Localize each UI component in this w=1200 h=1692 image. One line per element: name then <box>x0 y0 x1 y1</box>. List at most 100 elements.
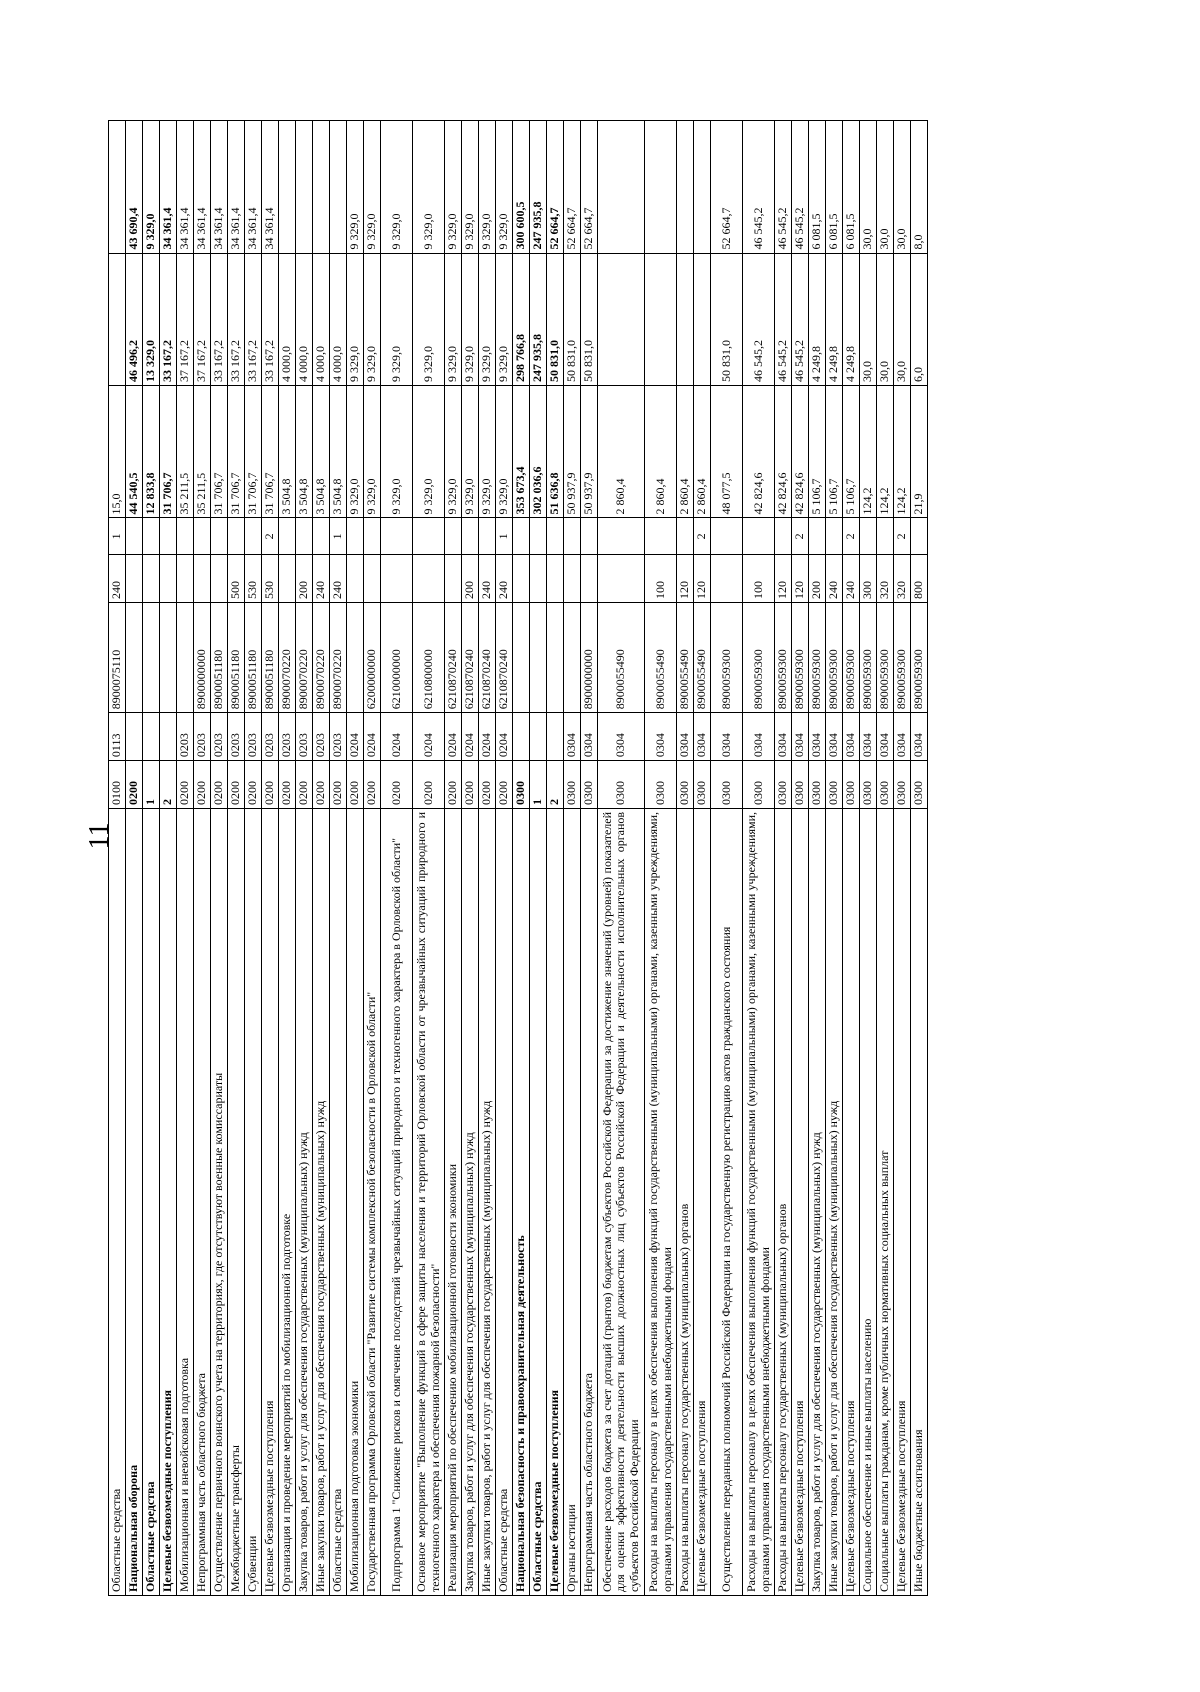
amount-year-1-cell: 9 329,0 <box>363 385 381 518</box>
table-row: Обеспечение расходов бюджета за счет дот… <box>597 120 645 1596</box>
row-name-cell: Иные закупки товаров, работ и услуг для … <box>312 808 330 1596</box>
target-article-cell: 8900059300 <box>825 602 843 713</box>
amount-year-1-cell: 3 504,8 <box>278 385 296 518</box>
row-name-cell: Основное мероприятие "Выполнение функций… <box>412 808 445 1596</box>
amount-year-3-cell: 30,0 <box>859 120 877 254</box>
subsection-code-cell: 0203 <box>227 712 245 761</box>
subsection-code-cell: 0304 <box>910 712 928 761</box>
funding-source-cell: 2 <box>842 517 860 555</box>
amount-year-2-cell: 33 167,2 <box>210 253 228 386</box>
funding-source-cell: 2 <box>893 517 911 555</box>
section-code-cell: 1 <box>529 760 547 809</box>
subsection-code-cell: 0304 <box>676 712 694 761</box>
funding-source-cell <box>142 517 160 555</box>
amount-year-2-cell: 33 167,2 <box>244 253 262 386</box>
expense-type-cell: 320 <box>876 554 894 603</box>
amount-year-2-cell: 33 167,2 <box>227 253 245 386</box>
funding-source-cell <box>910 517 928 555</box>
amount-year-3-cell: 34 361,4 <box>227 120 245 254</box>
subsection-code-cell: 0304 <box>774 712 792 761</box>
target-article-cell: 8900000000 <box>193 602 211 713</box>
section-code-cell: 0200 <box>176 760 194 809</box>
amount-year-3-cell: 9 329,0 <box>412 120 445 254</box>
row-name-cell: Расходы на выплаты персоналу государстве… <box>774 808 792 1596</box>
amount-year-3-cell: 43 690,4 <box>125 120 143 254</box>
row-name-cell: Национальная оборона <box>125 808 143 1596</box>
amount-year-2-cell: 9 329,0 <box>346 253 364 386</box>
row-name-cell: Целевые безвозмездные поступления <box>261 808 279 1596</box>
amount-year-1-cell: 44 540,5 <box>125 385 143 518</box>
expense-type-cell: 320 <box>893 554 911 603</box>
target-article-cell: 8900059300 <box>774 602 792 713</box>
amount-year-1-cell: 42 824,6 <box>742 385 775 518</box>
amount-year-2-cell <box>597 253 645 386</box>
funding-source-cell <box>676 517 694 555</box>
expense-type-cell <box>193 554 211 603</box>
target-article-cell: 6210870240 <box>461 602 479 713</box>
row-name-cell: Целевые безвозмездные поступления <box>159 808 177 1596</box>
amount-year-3-cell: 34 361,4 <box>193 120 211 254</box>
table-row: Подпрограмма 1 "Снижение рисков и смягче… <box>380 120 413 1596</box>
section-code-cell: 0300 <box>876 760 894 809</box>
row-name-cell: Областные средства <box>529 808 547 1596</box>
funding-source-cell: 2 <box>791 517 809 555</box>
amount-year-3-cell: 300 600,5 <box>512 120 530 254</box>
subsection-code-cell: 0304 <box>693 712 711 761</box>
section-code-cell: 0300 <box>859 760 877 809</box>
expense-type-cell <box>563 554 581 603</box>
amount-year-1-cell: 353 673,4 <box>512 385 530 518</box>
expense-type-cell <box>278 554 296 603</box>
row-name-cell: Целевые безвозмездные поступления <box>546 808 564 1596</box>
amount-year-2-cell: 4 000,0 <box>329 253 347 386</box>
amount-year-1-cell: 5 106,7 <box>842 385 860 518</box>
amount-year-1-cell: 51 636,8 <box>546 385 564 518</box>
subsection-code-cell: 0304 <box>710 712 743 761</box>
expense-type-cell: 120 <box>791 554 809 603</box>
subsection-code-cell: 0304 <box>859 712 877 761</box>
amount-year-1-cell: 124,2 <box>876 385 894 518</box>
amount-year-2-cell: 4 249,8 <box>808 253 826 386</box>
amount-year-3-cell <box>108 120 126 254</box>
target-article-cell: 6210870240 <box>478 602 496 713</box>
amount-year-2-cell: 9 329,0 <box>444 253 462 386</box>
amount-year-1-cell: 9 329,0 <box>412 385 445 518</box>
expense-type-cell: 500 <box>227 554 245 603</box>
target-article-cell: 8900070220 <box>329 602 347 713</box>
subsection-code-cell: 0203 <box>295 712 313 761</box>
section-code-cell: 0300 <box>710 760 743 809</box>
target-article-cell: 8900070220 <box>312 602 330 713</box>
funding-source-cell <box>644 517 677 555</box>
target-article-cell: 8900055490 <box>644 602 677 713</box>
row-name-cell: Расходы на выплаты персоналу в целях обе… <box>644 808 677 1596</box>
section-code-cell: 2 <box>159 760 177 809</box>
target-article-cell <box>529 602 547 713</box>
amount-year-2-cell: 9 329,0 <box>461 253 479 386</box>
table-row: Расходы на выплаты персоналу в целях обе… <box>644 120 677 1596</box>
amount-year-1-cell: 3 504,8 <box>329 385 347 518</box>
subsection-code-cell: 0204 <box>363 712 381 761</box>
subsection-code-cell: 0203 <box>193 712 211 761</box>
amount-year-2-cell: 13 329,0 <box>142 253 160 386</box>
funding-source-cell <box>512 517 530 555</box>
amount-year-2-cell: 4 249,8 <box>842 253 860 386</box>
row-name-cell: Подпрограмма 1 "Снижение рисков и смягче… <box>380 808 413 1596</box>
subsection-code-cell: 0304 <box>644 712 677 761</box>
expense-type-cell <box>529 554 547 603</box>
target-article-cell: 8900055490 <box>597 602 645 713</box>
row-name-cell: Областные средства <box>329 808 347 1596</box>
section-code-cell: 0200 <box>444 760 462 809</box>
target-article-cell <box>546 602 564 713</box>
expense-type-cell: 240 <box>842 554 860 603</box>
funding-source-cell <box>774 517 792 555</box>
amount-year-3-cell: 52 664,7 <box>710 120 743 254</box>
amount-year-3-cell: 9 329,0 <box>346 120 364 254</box>
expense-type-cell <box>176 554 194 603</box>
table-row: Осуществление переданных полномочий Росс… <box>710 120 743 1596</box>
row-name-cell: Мобилизационная подготовка экономики <box>346 808 364 1596</box>
